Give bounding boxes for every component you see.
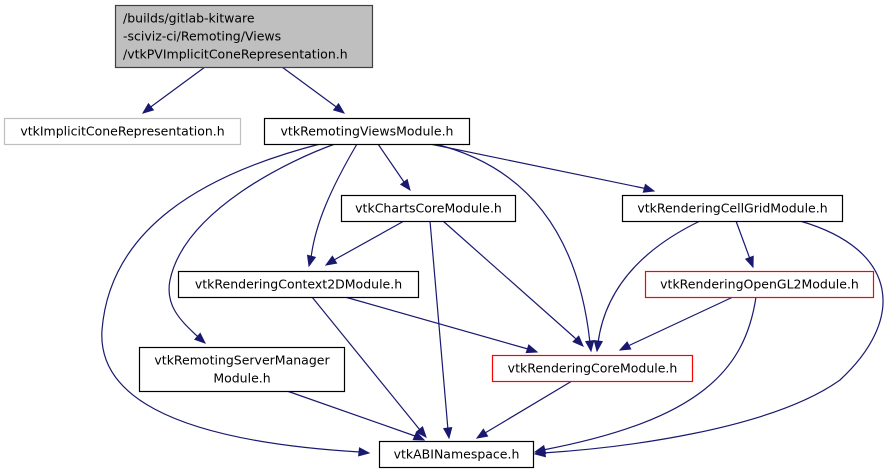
arrowhead-icon — [358, 447, 371, 457]
node-label: vtkRenderingOpenGL2Module.h — [660, 277, 859, 292]
edge-line-tail — [574, 337, 577, 340]
node-cellgrid[interactable]: vtkRenderingCellGridModule.h — [621, 194, 844, 223]
edge-line — [168, 143, 336, 336]
node-box — [378, 440, 535, 469]
node-implicitcone[interactable]: vtkImplicitConeRepresentation.h — [3, 117, 242, 146]
edge-line — [286, 390, 416, 437]
node-label: vtkRenderingContext2DModule.h — [195, 277, 402, 292]
edge-remotingviews-to-chartscore — [377, 143, 411, 192]
node-root: /builds/gitlab-kitware -sciviz-ci/Remotin… — [114, 4, 374, 69]
edge-line — [627, 296, 734, 347]
edge-remotingviews-to-renderingcore — [434, 143, 595, 353]
node-box — [263, 117, 471, 146]
edge-chartscore-to-abinamespace — [429, 220, 453, 440]
edge-line — [310, 143, 358, 259]
node-label: vtkChartsCoreModule.h — [355, 201, 502, 216]
edge-line — [542, 296, 757, 451]
node-label: vtkImplicitConeRepresentation.h — [20, 124, 224, 139]
edge-line-tail — [419, 429, 421, 431]
node-box — [138, 346, 346, 393]
node-label: /builds/gitlab-kitware — [123, 11, 255, 26]
node-box — [3, 117, 242, 146]
arrowhead-icon — [399, 178, 411, 192]
edge-context2d-to-renderingcore — [344, 296, 539, 354]
node-box — [621, 194, 844, 223]
arrowhead-icon — [415, 425, 427, 439]
node-box — [491, 354, 694, 383]
node-label: /vtkPVImplicitConeRepresentation.h — [123, 47, 348, 62]
edge-line-tail — [748, 257, 751, 260]
edge-line — [442, 220, 576, 339]
node-label: vtkRemotingViewsModule.h — [281, 124, 454, 139]
edge-line — [311, 296, 421, 431]
node-renderingcore[interactable]: vtkRenderingCoreModule.h — [491, 354, 694, 383]
edge-cellgrid-to-renderingcore — [593, 220, 701, 353]
edge-opengl2-to-renderingcore — [618, 296, 734, 351]
arrowhead-icon — [324, 255, 338, 266]
edge-root-to-implicitcone — [141, 66, 206, 114]
node-remotingviews[interactable]: vtkRemotingViewsModule.h — [263, 117, 471, 146]
arrowhead-icon — [194, 332, 207, 344]
node-box — [340, 194, 517, 223]
arrowhead-icon — [412, 431, 426, 441]
edge-line — [434, 143, 591, 344]
edge-line-tail — [150, 105, 153, 108]
edge-line-tail — [334, 105, 337, 108]
edge-line — [101, 143, 361, 453]
node-label: vtkABINamespace.h — [394, 447, 520, 462]
edge-cellgrid-to-opengl2 — [735, 220, 754, 269]
edge-cellgrid-to-abinamespace — [533, 220, 884, 458]
edge-opengl2-to-abinamespace — [533, 296, 757, 455]
edge-remotingviews-to-abinamespace — [101, 143, 371, 457]
edge-line — [542, 220, 884, 454]
edge-line — [484, 380, 573, 434]
edge-renderingcore-to-abinamespace — [475, 380, 573, 439]
node-box — [177, 270, 420, 299]
arrowhead-icon — [475, 428, 489, 439]
node-label: Module.h — [213, 371, 270, 386]
edge-servermanager-to-abinamespace — [286, 390, 426, 441]
arrowhead-icon — [141, 102, 155, 114]
edge-line — [735, 220, 751, 260]
edge-context2d-to-abinamespace — [311, 296, 427, 439]
edge-line — [377, 143, 405, 183]
node-abinamespace[interactable]: vtkABINamespace.h — [378, 440, 535, 469]
node-label: vtkRemotingServerManager — [154, 353, 330, 368]
nodes-layer: /builds/gitlab-kitware -sciviz-ci/Remotin… — [3, 4, 875, 469]
node-label: vtkRenderingCellGridModule.h — [637, 201, 827, 216]
edge-line — [151, 66, 206, 107]
edge-line — [429, 143, 644, 189]
node-chartscore[interactable]: vtkChartsCoreModule.h — [340, 194, 517, 223]
edge-remotingviews-to-servermanager — [168, 143, 336, 344]
edge-chartscore-to-context2d — [324, 220, 405, 266]
arrowhead-icon — [642, 183, 656, 193]
edges-layer — [101, 66, 884, 458]
edge-line — [281, 66, 336, 107]
edge-chartscore-to-renderingcore — [442, 220, 584, 347]
edge-remotingviews-to-cellgrid — [429, 143, 656, 193]
node-label: -sciviz-ci/Remoting/Views — [123, 29, 281, 44]
node-context2d[interactable]: vtkRenderingContext2DModule.h — [177, 270, 420, 299]
edge-line-tail — [195, 334, 198, 337]
node-box — [114, 4, 374, 69]
edge-line — [429, 220, 449, 431]
edge-line — [344, 296, 529, 350]
edge-remotingviews-to-context2d — [306, 143, 358, 268]
edge-line — [333, 220, 405, 261]
node-box — [644, 270, 875, 299]
arrowhead-icon — [332, 102, 346, 114]
node-opengl2[interactable]: vtkRenderingOpenGL2Module.h — [644, 270, 875, 299]
edge-root-to-remotingviews — [281, 66, 346, 114]
node-label: vtkRenderingCoreModule.h — [508, 361, 678, 376]
edge-line — [597, 220, 701, 344]
